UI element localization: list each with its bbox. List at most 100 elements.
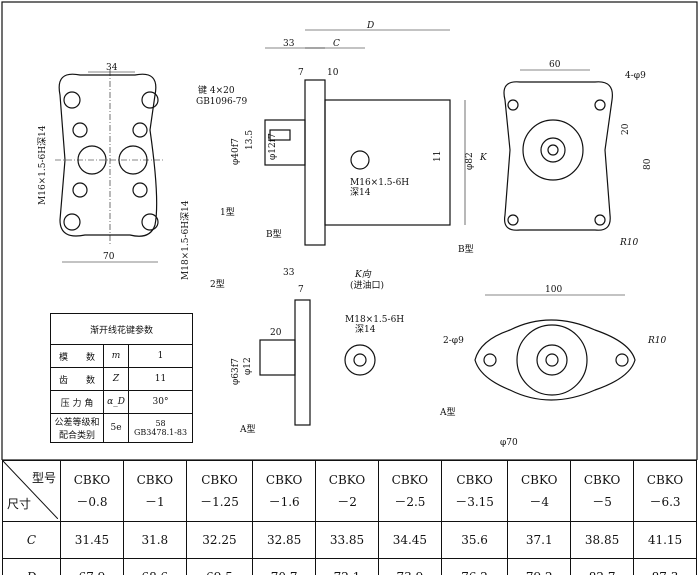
dimension-label: (进油口) [350, 279, 384, 291]
param-name: 模 数 [50, 344, 104, 368]
row-label: C [2, 521, 61, 559]
dimension-label: φ12 [243, 357, 253, 375]
front-view: 34 70 M16×1.5-6H深14 M18×1.5-6H深14 [37, 63, 191, 280]
table-cell: 32.85 [252, 521, 317, 559]
dimension-label: 2-φ9 [443, 336, 464, 346]
model-suffix: －1.6 [268, 495, 300, 509]
table-cell: 82.7 [570, 558, 635, 575]
model-prefix: CBKO [328, 473, 366, 487]
param-name: 压 力 角 [50, 390, 104, 414]
model-suffix: －5 [592, 495, 612, 509]
model-suffix: －2 [337, 495, 357, 509]
model-header: CBKO －2.5 [377, 460, 442, 522]
model-header: CBKO －6.3 [633, 460, 697, 522]
dimension-label: 60 [549, 60, 561, 70]
param-value: 1 [128, 344, 193, 368]
dimension-label: 4-φ9 [625, 71, 646, 81]
row-label: D [2, 558, 61, 575]
table-cell: 87.3 [633, 558, 697, 575]
model-prefix: CBKO [583, 473, 621, 487]
table-cell: 41.15 [633, 521, 697, 559]
dimension-label: 13.5 [245, 130, 255, 150]
table-cell: 32.25 [185, 521, 254, 559]
dim-70: 70 [103, 252, 115, 262]
dimension-label: 33 [283, 39, 295, 49]
model-suffix: －0.8 [76, 495, 108, 509]
param-symbol: α_D [102, 390, 130, 414]
dimension-label: φ70 [500, 438, 518, 448]
dimension-label: M18×1.5-6H [345, 315, 404, 325]
param-symbol: m [102, 344, 130, 368]
model-prefix: CBKO [391, 473, 429, 487]
flange-a-view: 100 2-φ9 R10 A型 φ70 [439, 285, 667, 448]
model-header: CBKO－4 [507, 460, 572, 522]
model-prefix: CBKO [136, 473, 174, 487]
dimension-label: K [479, 153, 488, 163]
model-header: CBKO－3.15 [440, 460, 509, 522]
model-header: CBKO －0.8 [60, 460, 124, 522]
table-cell: 72.1 [315, 558, 379, 575]
dimension-label: 33 [283, 268, 295, 278]
param-name: 齿 数 [50, 367, 104, 391]
param-value: 11 [128, 367, 193, 391]
param-symbol: 5e [102, 413, 130, 443]
model-suffix: －2.5 [394, 495, 426, 509]
table-cell: 73.9 [377, 558, 442, 575]
dimension-label: M16×1.5-6H [350, 178, 409, 188]
model-prefix: CBKO [73, 473, 111, 487]
flange-b-view: 60 4-φ9 20 80 R10 B型 [458, 60, 653, 255]
side-view: 33 D C 7 10 键 4×20 GB1096-79 φ40f7 13.5 … [196, 21, 488, 246]
dimension-label: 深14 [350, 187, 371, 198]
model-prefix: CBKO [646, 473, 684, 487]
technical-drawing: 34 70 M16×1.5-6H深14 M18×1.5-6H深14 33 D C… [1, 1, 698, 460]
frame [1, 1, 698, 460]
table-cell: 79.2 [507, 558, 572, 575]
model-header: CBKO －2 [315, 460, 379, 522]
model-prefix: CBKO [201, 473, 238, 487]
type2-view: 2型 33 20 7 φ63f7 φ12 A型 [210, 268, 311, 435]
header-row: 型号 尺寸 CBKO －0.8 CBKO －1 CBKO －1.25 CBKO －1.6 CBK… [2, 460, 697, 522]
dimension-label: 键 4×20 [198, 84, 235, 96]
model-prefix: CBKO [456, 473, 493, 487]
dimension-label: A型 [439, 407, 456, 418]
table-cell: 38.85 [570, 521, 635, 559]
dimension-label: 20 [270, 328, 282, 338]
table-cell: 33.85 [315, 521, 379, 559]
dimension-label: D [366, 21, 374, 31]
dimension-label: 10 [327, 68, 339, 78]
dimension-label: 2型 [210, 279, 225, 290]
corner-model-label: 型号 [31, 471, 56, 485]
dimension-label: φ40f7 [231, 138, 241, 165]
table-cell: 31.45 [60, 521, 124, 559]
model-header: CBKO －1 [122, 460, 187, 522]
param-name: 公差等级和配合类别 [50, 413, 104, 443]
spline-table-title: 渐开线花键参数 [50, 313, 193, 345]
dimension-label: 20 [621, 123, 631, 135]
thread-left: M16×1.5-6H深14 [37, 125, 48, 205]
model-suffix: －1 [144, 495, 165, 509]
table-cell: 70.7 [252, 558, 317, 575]
param-value: 58 GB3478.1-83 [128, 413, 193, 443]
dimension-label: 100 [545, 285, 562, 295]
model-header: CBKO －5 [570, 460, 635, 522]
param-symbol: Z [102, 367, 130, 391]
model-suffix: －1.25 [200, 495, 239, 509]
dimension-label: 80 [643, 158, 653, 170]
table-cell: 31.8 [122, 521, 187, 559]
dimension-label: 11 [433, 151, 443, 162]
dimension-label: φ82 [465, 152, 475, 170]
corner-dimension-label: 尺寸 [7, 497, 32, 511]
model-suffix: －6.3 [649, 495, 681, 509]
dim-34: 34 [106, 63, 118, 73]
dimension-label: 7 [298, 285, 304, 295]
model-dimension-table: 型号 尺寸 CBKO －0.8 CBKO －1 CBKO －1.25 CBKO －1.6 CBK… [2, 460, 697, 575]
k-view: K向 (进油口) M18×1.5-6H 深14 [344, 269, 404, 376]
table-cell: 35.6 [440, 521, 509, 559]
table-row: D67.968.669.570.772.173.976.279.282.787.… [2, 558, 697, 575]
dimension-label: R10 [647, 336, 667, 346]
model-prefix: CBKO [265, 473, 303, 487]
dimension-label: GB1096-79 [196, 97, 247, 107]
dimension-label: K向 [354, 269, 372, 280]
